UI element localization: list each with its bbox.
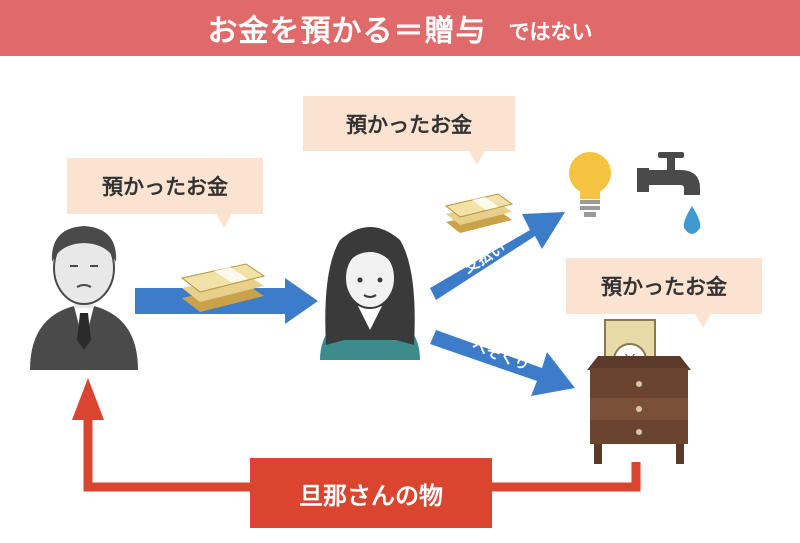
savings-money-bubble: 預かったお金 (566, 258, 762, 328)
wife-money-bubble: 預かったお金 (303, 96, 515, 165)
husband-icon (30, 226, 138, 370)
cash-bundle-icon (180, 263, 266, 312)
husband-money-bubble: 預かったお金 (67, 158, 263, 228)
payment-label: 支払い (460, 239, 509, 278)
banner-title: お金を預かる＝贈与 (207, 14, 487, 49)
water-faucet-icon (637, 152, 701, 234)
cash-bundle-icon (444, 193, 514, 233)
owner-label-box: 旦那さんの物 (250, 458, 492, 528)
title-banner: お金を預かる＝贈与 ではない (0, 0, 800, 56)
banner-subtitle: ではない (508, 20, 593, 44)
return-arrow-head (72, 378, 104, 420)
chest-of-drawers-icon: ¥ (587, 319, 691, 464)
light-bulb-icon (569, 152, 611, 217)
payment-arrow (430, 212, 565, 300)
wife-icon (320, 227, 420, 360)
stash-arrow (430, 330, 575, 396)
